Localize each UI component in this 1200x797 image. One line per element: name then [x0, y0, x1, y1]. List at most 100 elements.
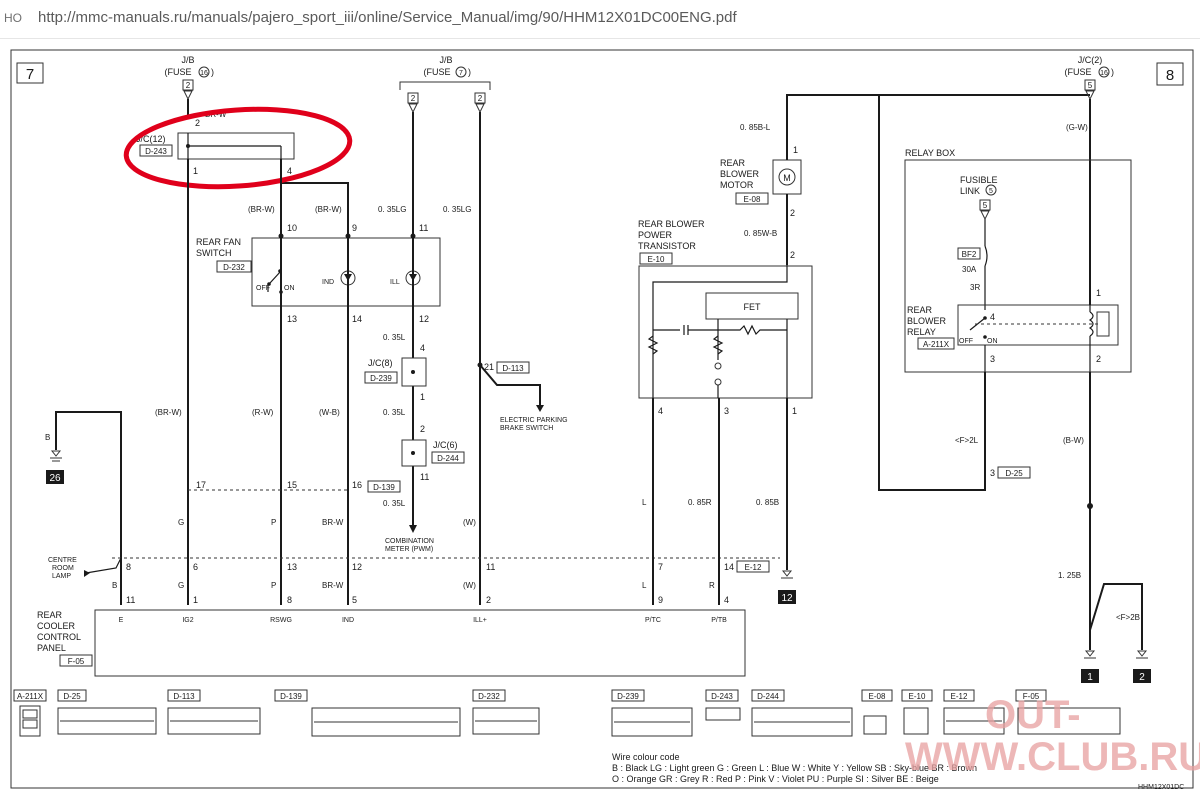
diagram-label: 0. 85W-B [744, 229, 777, 238]
wiring-diagram: 7 8 J/B (FUSE 16 ) 2 2 BR-W J/C(12) D-24… [0, 38, 1200, 792]
page-box-left [16, 62, 44, 84]
connector-d244: D-244 [751, 689, 853, 737]
diagram-label: L [642, 581, 647, 590]
diagram-label: 9 [352, 223, 357, 233]
diagram-shape [957, 247, 981, 260]
diagram-shape [251, 237, 441, 307]
diagram-shape [407, 92, 419, 104]
diagram-shape [1136, 650, 1148, 657]
diagram-label: G [178, 518, 184, 527]
connector-d243: D-243 [705, 689, 741, 721]
diagram-shape [705, 689, 739, 702]
connector-views: A-211X D-25 D-113 D-139 D-232 [13, 689, 1121, 737]
diagram-label: 0. 85B-L [740, 123, 771, 132]
diagram-label: 1 [1087, 672, 1093, 683]
diagram-shape [611, 707, 693, 737]
diagram-shape [409, 525, 417, 533]
diagram-shape [917, 337, 955, 350]
diagram-label: 3 [724, 406, 729, 416]
diagram-label: ILL [390, 279, 400, 286]
diagram-shape [345, 233, 351, 239]
diagram-shape [1089, 583, 1143, 650]
diagram-shape [735, 192, 769, 205]
diagram-shape [983, 335, 987, 339]
diagram-label: (G-W) [1066, 123, 1088, 132]
diagram-shape [647, 335, 659, 355]
diagram-label: ON [284, 285, 295, 292]
diagram-label: 0. 35LG [443, 205, 471, 214]
url-text[interactable]: http://mmc-manuals.ru/manuals/pajero_spo… [38, 9, 737, 26]
diagram-shape [984, 245, 988, 267]
diagram-label: (W-B) [319, 408, 340, 417]
connector-d232: D-232 [472, 689, 540, 735]
diagram-label: 11 [486, 562, 495, 572]
diagram-label: E-12 [951, 692, 968, 701]
diagram-label: 3 [990, 468, 995, 478]
diagram-shape [474, 92, 486, 104]
diagram-shape [167, 707, 261, 735]
diagram-label: 0. 35L [383, 333, 406, 342]
diagram-frame [10, 49, 1194, 789]
jc8-junction: J/C(8) D-239 4 1 [364, 343, 427, 402]
diagram-label: <F>2B [1116, 613, 1140, 622]
diagram-shape [653, 324, 787, 336]
diagram-shape [652, 265, 788, 398]
page-box-right [1156, 62, 1184, 86]
ground-12: 12 [778, 570, 796, 604]
diagram-shape [705, 292, 799, 320]
diagram-label: 12 [419, 314, 429, 324]
diagram-shape [431, 451, 465, 464]
diagram-label: MOTOR [720, 180, 754, 190]
diagram-label: J/C(2) [1078, 55, 1103, 65]
diagram-label: E [119, 617, 124, 624]
diagram-shape [269, 270, 282, 284]
diagram-label: G [178, 581, 184, 590]
diagram-label: 1 [420, 392, 425, 402]
diagram-shape [778, 168, 796, 186]
diagram-label: 1 [193, 595, 198, 605]
ground-2: 2 [1133, 650, 1151, 683]
diagram-label: 12 [781, 593, 793, 604]
connector-e08: E-08 [861, 689, 893, 735]
diagram-label: 16 [352, 480, 362, 490]
connector-d25: D-25 [57, 689, 157, 735]
diagram-shape [84, 570, 90, 577]
page-number-right: 8 [1166, 67, 1174, 84]
diagram-shape [19, 705, 41, 737]
diagram-label: (B-W) [1063, 436, 1084, 445]
diagram-label: TRANSISTOR [638, 241, 696, 251]
diagram-label: BR-W [322, 518, 344, 527]
jb-fuse-16: J/B (FUSE 16 ) 2 [165, 55, 214, 101]
diagram-label: 0. 35L [383, 499, 406, 508]
diagram-label: COOLER [37, 621, 76, 631]
diagram-label: 13 [287, 562, 297, 572]
diagram-shape [1015, 689, 1047, 702]
diagram-label: 2 [790, 250, 795, 260]
diagram-label: B [112, 581, 117, 590]
diagram-label: L [642, 498, 647, 507]
page-number-left: 7 [26, 66, 34, 83]
diagram-label: ILL+ [473, 617, 487, 624]
d139-tag [367, 480, 401, 493]
diagram-label: OFF [959, 338, 973, 345]
diagram-label: D-139 [280, 692, 302, 701]
diagram-label: 13 [287, 314, 297, 324]
diagram-label: E-08 [744, 195, 761, 204]
diagram-label: CONTROL [37, 632, 81, 642]
diagram-shape [714, 362, 722, 370]
diagram-label: COMBINATION [385, 538, 434, 545]
diagram-shape [712, 335, 724, 355]
connector-d139: D-139 [274, 689, 461, 737]
diagram-label: IND [342, 617, 354, 624]
diagram-label: 15 [287, 480, 297, 490]
diagram-label: 2 [411, 94, 416, 103]
diagram-label: 12 [352, 562, 362, 572]
diagram-label: 2 [186, 81, 191, 90]
address-bar[interactable]: НО http://mmc-manuals.ru/manuals/pajero_… [0, 0, 1200, 39]
diagram-label: 26 [49, 473, 61, 484]
diagram-label: B [45, 433, 50, 442]
diagram-shape [216, 260, 252, 273]
diagram-shape [903, 707, 929, 735]
diagram-shape [59, 654, 93, 667]
e12-tag [736, 560, 770, 573]
